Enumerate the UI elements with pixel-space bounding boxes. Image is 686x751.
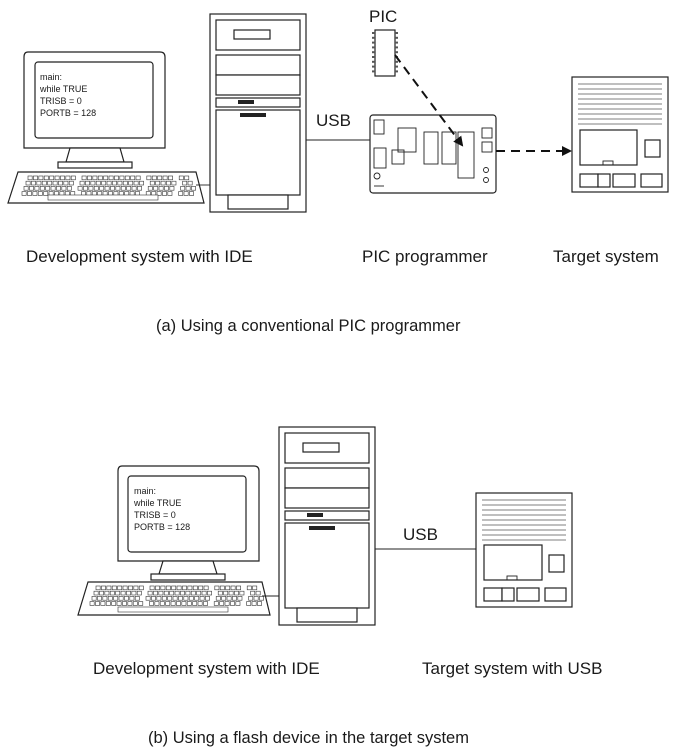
pic-label: PIC (369, 7, 397, 26)
insert-arrow (394, 54, 464, 147)
code-line: PORTB = 128 (40, 108, 96, 118)
label-target-system: Target system (553, 247, 659, 266)
pic-chip-icon (372, 29, 398, 77)
label-dev-system: Development system with IDE (93, 659, 320, 678)
target-system-usb-icon (475, 492, 573, 608)
code-line: while TRUE (133, 498, 181, 508)
monitor-icon: main: while TRUE TRISB = 0 PORTB = 128 (23, 51, 166, 169)
usb-label: USB (403, 525, 438, 544)
caption-b: (b) Using a flash device in the target s… (148, 729, 469, 747)
monitor-icon: main: while TRUE TRISB = 0 PORTB = 128 (117, 465, 260, 581)
code-line: main: (134, 486, 156, 496)
pc-tower-icon (278, 426, 376, 626)
pic-programmer-board-icon (369, 114, 497, 194)
label-pic-programmer: PIC programmer (362, 247, 488, 266)
keyboard-icon (7, 171, 205, 204)
pc-tower-icon (209, 13, 307, 213)
target-system-icon (571, 76, 669, 193)
caption-a: (a) Using a conventional PIC programmer (156, 317, 461, 335)
code-line: PORTB = 128 (134, 522, 190, 532)
keyboard-icon (77, 581, 271, 616)
screen-code: main: while TRUE TRISB = 0 PORTB = 128 (39, 72, 96, 118)
label-dev-system: Development system with IDE (26, 247, 253, 266)
label-target-system-usb: Target system with USB (422, 659, 602, 678)
diagram-b: main: while TRUE TRISB = 0 PORTB = 128 (77, 426, 602, 747)
code-line: while TRUE (39, 84, 87, 94)
screen-code: main: while TRUE TRISB = 0 PORTB = 128 (133, 486, 190, 532)
usb-label: USB (316, 111, 351, 130)
code-line: TRISB = 0 (40, 96, 82, 106)
code-line: main: (40, 72, 62, 82)
code-line: TRISB = 0 (134, 510, 176, 520)
diagram-a: main: while TRUE TRISB = 0 PORTB = 128 (7, 7, 669, 335)
